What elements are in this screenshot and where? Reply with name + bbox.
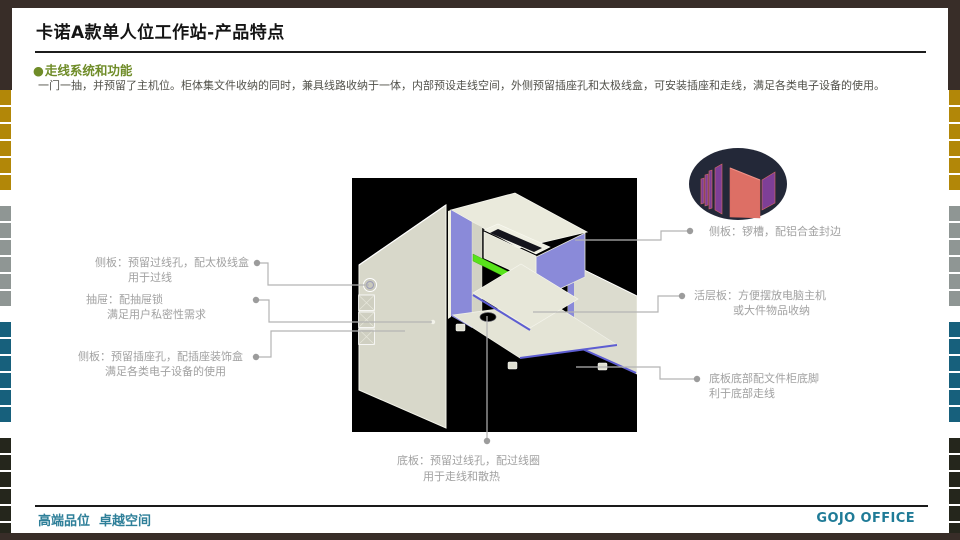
- side-strip-square-gold: [0, 175, 11, 190]
- side-strip-square-gray: [0, 291, 11, 306]
- page-title: 卡诺A款单人位工作站-产品特点: [36, 23, 285, 43]
- side-strip-square-gold: [949, 107, 960, 122]
- bottom-bar: [0, 533, 960, 540]
- side-strip-square-gray: [0, 240, 11, 255]
- side-strip-square-gray: [949, 291, 960, 306]
- callout-dot: [678, 292, 686, 300]
- side-strip-square-teal: [0, 356, 11, 371]
- callout-label-shelf-2: 或大件物品收纳: [733, 304, 810, 317]
- side-strip-square-gold: [949, 141, 960, 156]
- side-strip-square-teal: [949, 373, 960, 388]
- side-strip-square-teal: [949, 390, 960, 405]
- callout-label-side-panel-wire: 侧板：预留过线孔，配太极线盒: [95, 256, 249, 269]
- callout-label-edge-banding: 侧板：锣槽，配铝合金封边: [709, 225, 841, 238]
- callout-dot: [483, 437, 491, 445]
- side-strip-square-dark: [949, 455, 960, 470]
- callout-label-bottom-panel-2: 用于走线和散热: [423, 470, 500, 483]
- side-strip-square-gray: [0, 257, 11, 272]
- bullet-icon: ●: [33, 63, 44, 78]
- side-strip-square-gray: [0, 223, 11, 238]
- side-strip-square-dark: [949, 438, 960, 453]
- section-heading: ●走线系统和功能: [33, 60, 132, 79]
- side-strip-square-gray: [0, 206, 11, 221]
- cabinet-render-graphic: [352, 178, 637, 432]
- edge-detail-graphic: [689, 148, 787, 220]
- callout-dot: [252, 296, 260, 304]
- top-left-corner: [0, 8, 12, 90]
- side-strip-square-gold: [0, 141, 11, 156]
- side-strip-square-teal: [0, 322, 11, 337]
- side-strip-square-gray: [0, 274, 11, 289]
- side-strip-square-teal: [949, 339, 960, 354]
- callout-label-side-panel-socket-2: 满足各类电子设备的使用: [105, 365, 226, 378]
- callout-label-drawer-2: 满足用户私密性需求: [107, 308, 206, 321]
- section-heading-text: 走线系统和功能: [44, 63, 133, 78]
- side-strip-square-teal: [0, 373, 11, 388]
- callout-dot: [252, 353, 260, 361]
- top-right-corner: [948, 8, 960, 90]
- edge-detail-image: [688, 147, 788, 221]
- side-strip-square-gold: [949, 124, 960, 139]
- side-strip-square-gold: [0, 107, 11, 122]
- side-strip-square-gray: [949, 206, 960, 221]
- footer-slogan: 高端品位 卓越空间: [38, 514, 152, 529]
- side-strip-square-dark: [0, 455, 11, 470]
- side-strip-square-gold: [949, 175, 960, 190]
- side-strip-square-dark: [0, 523, 11, 538]
- title-rule: [35, 51, 926, 53]
- product-render-image: [352, 178, 637, 432]
- side-strip-square-dark: [949, 506, 960, 521]
- side-strip-square-gray: [949, 274, 960, 289]
- callout-dot: [253, 259, 261, 267]
- right-strip-column: [949, 0, 960, 540]
- side-strip-square-dark: [0, 472, 11, 487]
- side-strip-square-teal: [949, 322, 960, 337]
- callout-dot: [693, 375, 701, 383]
- side-strip-square-teal: [949, 407, 960, 422]
- side-strip-square-gold: [0, 90, 11, 105]
- side-strip-square-gray: [949, 257, 960, 272]
- side-strip-square-teal: [0, 339, 11, 354]
- left-strip-column: [0, 0, 11, 540]
- top-bar: [0, 0, 960, 8]
- callout-label-base-feet-2: 利于底部走线: [709, 387, 775, 400]
- side-strip-square-teal: [0, 407, 11, 422]
- callout-label-side-panel-socket: 侧板：预留插座孔，配插座装饰盒: [78, 350, 243, 363]
- side-strip-square-dark: [949, 472, 960, 487]
- side-strip-square-gray: [949, 223, 960, 238]
- brand-logo: GOJO OFFICE: [816, 511, 915, 526]
- side-strip-square-dark: [0, 506, 11, 521]
- side-strip-square-dark: [949, 489, 960, 504]
- side-strip-square-dark: [0, 489, 11, 504]
- side-strip-square-gold: [949, 158, 960, 173]
- description-text: 一门一抽，并预留了主机位。柜体集文件收纳的同时，兼具线路收纳于一体，内部预设走线…: [38, 79, 885, 92]
- side-strip-square-gold: [0, 124, 11, 139]
- callout-label-bottom-panel: 底板：预留过线孔，配过线圈: [397, 454, 540, 467]
- side-strip-square-teal: [0, 390, 11, 405]
- side-strip-square-gray: [949, 240, 960, 255]
- callout-label-drawer: 抽屉：配抽屉锁: [86, 293, 163, 306]
- side-strip-square-dark: [949, 523, 960, 538]
- side-strip-square-gold: [0, 158, 11, 173]
- callout-dot: [686, 227, 694, 235]
- callout-label-shelf: 活层板：方便摆放电脑主机: [694, 289, 826, 302]
- side-strip-square-gold: [949, 90, 960, 105]
- side-strip-square-teal: [949, 356, 960, 371]
- callout-label-base-feet: 底板底部配文件柜底脚: [709, 372, 819, 385]
- side-strip-square-dark: [0, 438, 11, 453]
- callout-label-side-panel-wire-2: 用于过线: [128, 271, 172, 284]
- footer-rule: [35, 505, 928, 507]
